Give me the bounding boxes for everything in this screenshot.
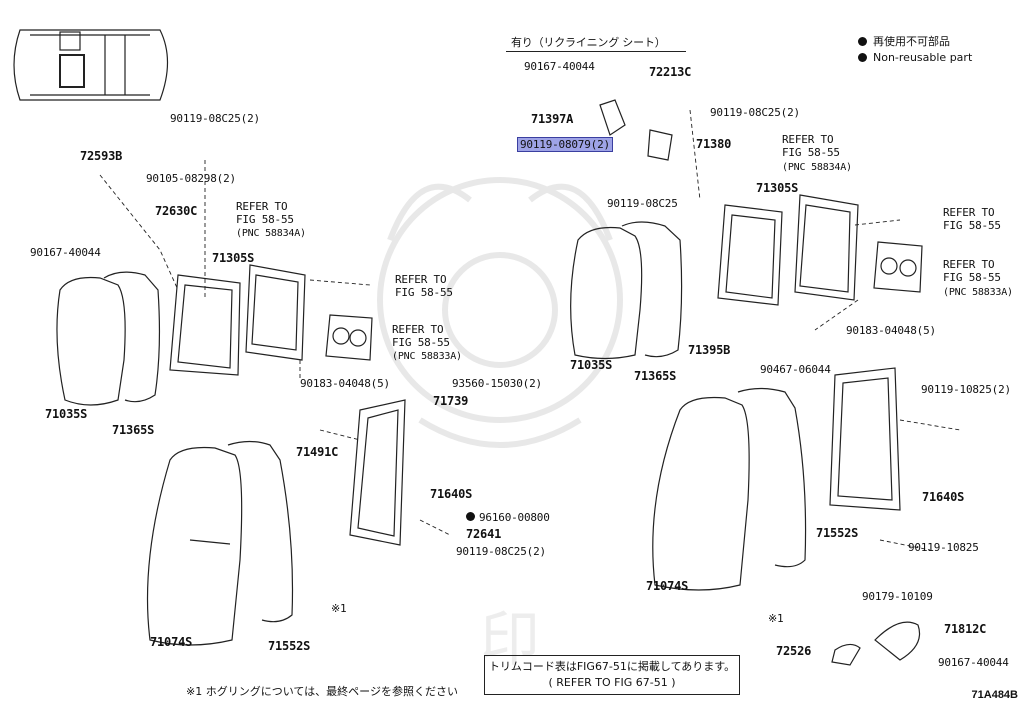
ref-label[interactable]: FIG 58-55 xyxy=(236,213,294,226)
part-label[interactable]: 71305S xyxy=(756,181,799,195)
ref-label[interactable]: REFER TO xyxy=(943,206,995,219)
bolt-label[interactable]: 90467-06044 xyxy=(760,363,831,376)
bolt-label[interactable]: 90183-04048(5) xyxy=(300,377,390,390)
bolt-label[interactable]: 90119-10825(2) xyxy=(921,383,1011,396)
leader-lines xyxy=(99,109,961,551)
right-seatback-frame xyxy=(717,204,783,306)
left-seat-cushion xyxy=(146,440,294,646)
lever-cover xyxy=(831,643,861,666)
part-label[interactable]: 71380 xyxy=(696,137,732,151)
bolt-label[interactable]: 90167-40044 xyxy=(30,246,101,259)
right-speaker-grille xyxy=(873,241,923,293)
trim-note-line: トリムコード表はFIG67-51に掲載してあります。 xyxy=(488,660,736,673)
trim-code-note: トリムコード表はFIG67-51に掲載してあります。 ( REFER TO FI… xyxy=(484,655,740,695)
legend-item: Non-reusable part xyxy=(858,50,972,66)
part-label[interactable]: 71035S xyxy=(570,358,613,372)
left-seat-frame xyxy=(349,399,406,546)
part-label[interactable]: 71074S xyxy=(646,579,689,593)
right-seat-cushion xyxy=(652,387,807,591)
part-label[interactable]: 71305S xyxy=(212,251,255,265)
bolt-label[interactable]: 90167-40044 xyxy=(524,60,595,73)
footnote-mark: ※1 xyxy=(331,602,347,615)
part-label[interactable]: 71395B xyxy=(688,343,731,357)
ref-label[interactable]: FIG 58-55 xyxy=(395,286,453,299)
svg-text:印: 印 xyxy=(480,605,540,675)
ref-label[interactable]: FIG 58-55 xyxy=(392,336,450,349)
part-label[interactable]: 71365S xyxy=(634,369,677,383)
bolt-label[interactable]: 90119-08C25(2) xyxy=(710,106,800,119)
recliner-hinge xyxy=(647,129,673,161)
dot-icon xyxy=(466,512,475,521)
bolt-label[interactable]: 90183-04048(5) xyxy=(846,324,936,337)
bolt-code: 96160-00800 xyxy=(479,511,550,524)
part-label[interactable]: 72630C xyxy=(155,204,198,218)
left-speaker-grille xyxy=(325,314,373,361)
part-label[interactable]: 71074S xyxy=(150,635,193,649)
bolt-label[interactable]: 90119-08C25 xyxy=(607,197,678,210)
right-seatback-panel xyxy=(794,194,859,301)
legend-item: 再使用不可部品 xyxy=(858,34,972,50)
bolt-label[interactable]: 90179-10109 xyxy=(862,590,933,603)
part-label[interactable]: 71365S xyxy=(112,423,155,437)
watermark-emblem: 印 xyxy=(377,177,623,675)
hog-ring-footnote: ※1 ホグリングについては、最終ページを参照ください xyxy=(186,685,458,698)
part-label[interactable]: 71739 xyxy=(433,394,469,408)
bolt-label[interactable]: 93560-15030(2) xyxy=(452,377,542,390)
ref-label[interactable]: (PNC 58834A) xyxy=(236,228,306,239)
ref-label[interactable]: REFER TO xyxy=(236,200,288,213)
bolt-label[interactable]: 90119-08C25(2) xyxy=(170,112,260,125)
left-seatback-panel xyxy=(245,264,306,361)
variant-title: 有り（リクライニング シート） xyxy=(511,36,666,49)
part-label[interactable]: 72641 xyxy=(466,527,502,541)
dot-icon xyxy=(858,53,867,62)
dot-icon xyxy=(858,37,867,46)
ref-label[interactable]: REFER TO xyxy=(782,133,834,146)
ref-label[interactable]: FIG 58-55 xyxy=(943,271,1001,284)
part-label[interactable]: 72526 xyxy=(776,644,812,658)
trim-note-line[interactable]: ( REFER TO FIG 67-51 ) xyxy=(548,676,676,689)
ref-label[interactable]: FIG 58-55 xyxy=(782,146,840,159)
left-seatback-cushion xyxy=(56,271,161,406)
part-label[interactable]: 71491C xyxy=(296,445,339,459)
ref-label[interactable]: (PNC 58834A) xyxy=(782,162,852,173)
bolt-label[interactable]: 90167-40044 xyxy=(938,656,1009,669)
left-seatback-frame xyxy=(169,274,241,376)
recliner-bracket xyxy=(599,99,626,136)
ref-label[interactable]: REFER TO xyxy=(392,323,444,336)
figure-code: 71A484B xyxy=(971,689,1018,701)
highlighted-bolt-label[interactable]: 90119-08079(2) xyxy=(517,137,613,152)
title-underline xyxy=(506,51,686,52)
right-seat-frame xyxy=(829,367,901,511)
vehicle-thumbnail xyxy=(13,29,169,101)
ref-label[interactable]: (PNC 58833A) xyxy=(943,287,1013,298)
legend: 再使用不可部品 Non-reusable part xyxy=(858,34,972,66)
recliner-knob xyxy=(874,621,921,661)
part-label[interactable]: 71397A xyxy=(531,112,574,126)
part-label[interactable]: 72593B xyxy=(80,149,123,163)
ref-label[interactable]: (PNC 58833A) xyxy=(392,351,462,362)
ref-label[interactable]: REFER TO xyxy=(943,258,995,271)
footnote-mark: ※1 xyxy=(768,612,784,625)
part-label[interactable]: 71640S xyxy=(430,487,473,501)
bolt-label[interactable]: 90119-10825 xyxy=(908,541,979,554)
part-label[interactable]: 71035S xyxy=(45,407,88,421)
part-label[interactable]: 71552S xyxy=(268,639,311,653)
ref-label[interactable]: REFER TO xyxy=(395,273,447,286)
part-label[interactable]: 71552S xyxy=(816,526,859,540)
bolt-label[interactable]: 90105-08298(2) xyxy=(146,172,236,185)
right-seatback-cushion xyxy=(570,221,683,360)
bolt-label[interactable]: 90119-08C25(2) xyxy=(456,545,546,558)
legend-label: Non-reusable part xyxy=(873,51,973,64)
ref-label[interactable]: FIG 58-55 xyxy=(943,219,1001,232)
bolt-label[interactable]: 96160-00800 xyxy=(466,511,550,524)
part-label[interactable]: 71812C xyxy=(944,622,987,636)
part-label[interactable]: 72213C xyxy=(649,65,692,79)
legend-label: 再使用不可部品 xyxy=(873,35,950,48)
part-label[interactable]: 71640S xyxy=(922,490,965,504)
